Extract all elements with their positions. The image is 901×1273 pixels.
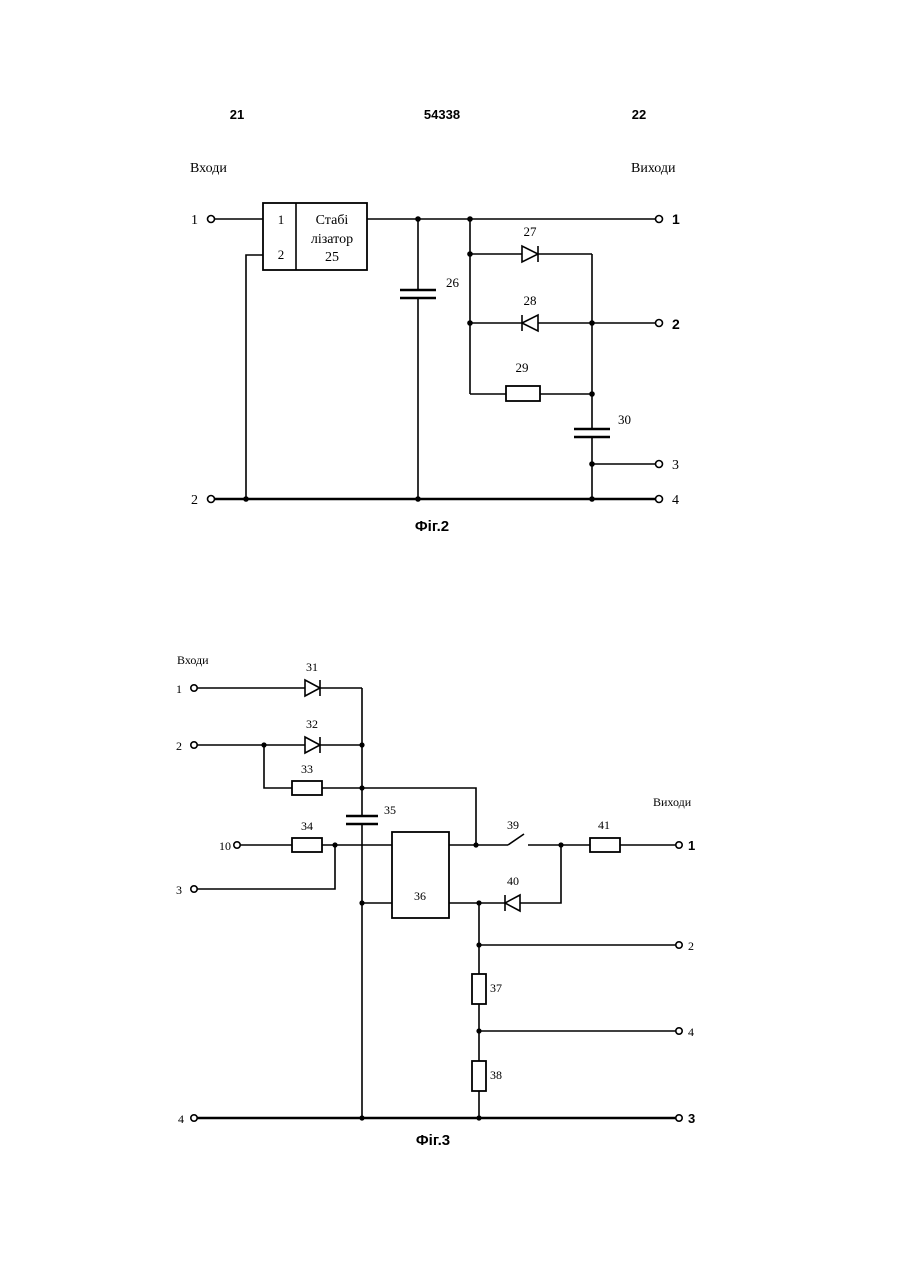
fig3-input-3-label: 3 — [176, 883, 182, 897]
fig3-diode-32 — [305, 737, 320, 753]
fig3-resistor-38 — [472, 1061, 486, 1091]
fig3-output-4-label: 4 — [688, 1025, 694, 1039]
fig3-block-36 — [392, 832, 449, 918]
fig2-stabilizer-pin1-label: 1 — [278, 212, 285, 227]
fig3-input-2-label: 2 — [176, 739, 182, 753]
fig2-stabilizer-name-line2: лізатор — [311, 232, 353, 247]
fig3-schematic: Входи Виходи 1 31 2 32 33 35 10 34 3 — [176, 653, 695, 1149]
fig2-input-1-terminal — [208, 216, 215, 223]
fig3-output-1-label: 1 — [688, 838, 695, 853]
fig3-resistor-41-label: 41 — [598, 818, 610, 832]
fig3-outputs-label: Виходи — [653, 795, 692, 809]
fig2-diode-27 — [522, 246, 538, 262]
left-page-number: 21 — [230, 107, 244, 122]
fig2-input-2-terminal — [208, 496, 215, 503]
fig3-input-10-label: 10 — [219, 839, 231, 853]
fig2-input-1-label: 1 — [191, 213, 198, 228]
fig2-output-1-label: 1 — [672, 211, 680, 227]
fig3-resistor-33 — [292, 781, 322, 795]
fig3-capacitor-35-label: 35 — [384, 803, 396, 817]
fig3-output-2-label: 2 — [688, 939, 694, 953]
fig3-resistor-34-label: 34 — [301, 819, 313, 833]
fig2-output-2-label: 2 — [672, 316, 680, 332]
fig3-output-1-terminal — [676, 842, 682, 848]
fig2-resistor-29 — [506, 386, 540, 401]
fig2-diode-27-label: 27 — [524, 224, 538, 239]
fig2-input-2-label: 2 — [191, 493, 198, 508]
fig3-resistor-37 — [472, 974, 486, 1004]
fig2-diode-28 — [522, 315, 538, 331]
fig3-resistor-33-label: 33 — [301, 762, 313, 776]
fig2-capacitor-30-label: 30 — [618, 412, 631, 427]
fig2-output-1-terminal — [656, 216, 663, 223]
fig3-diode-40 — [505, 895, 520, 911]
fig3-output-3-label: 3 — [688, 1111, 695, 1126]
fig2-output-3-terminal — [656, 461, 663, 468]
fig3-diode-31 — [305, 680, 320, 696]
fig3-block-36-label: 36 — [414, 889, 426, 903]
fig3-diode-32-label: 32 — [306, 717, 318, 731]
fig3-input-4-label: 4 — [178, 1112, 184, 1126]
right-page-number: 22 — [632, 107, 646, 122]
fig2-diode-28-label: 28 — [524, 293, 537, 308]
fig3-resistor-34 — [292, 838, 322, 852]
fig3-output-2-terminal — [676, 942, 682, 948]
fig3-input-2-terminal — [191, 742, 197, 748]
fig3-caption: Фіг.3 — [416, 1132, 450, 1149]
fig2-output-2-terminal — [656, 320, 663, 327]
fig3-diode-31-label: 31 — [306, 660, 318, 674]
fig3-input-1-terminal — [191, 685, 197, 691]
fig2-inputs-label: Входи — [190, 161, 227, 176]
fig2-capacitor-26-label: 26 — [446, 275, 460, 290]
fig3-diode-40-label: 40 — [507, 874, 519, 888]
fig3-input-10-terminal — [234, 842, 240, 848]
fig3-input-1-label: 1 — [176, 682, 182, 696]
patent-number: 54338 — [424, 107, 460, 122]
fig2-schematic: Входи Виходи 1 2 1 2 Стабі лізатор 25 26… — [190, 161, 680, 535]
fig3-resistor-41 — [590, 838, 620, 852]
fig2-outputs-label: Виходи — [631, 161, 676, 176]
fig3-input-4-terminal — [191, 1115, 197, 1121]
fig3-input-3-terminal — [191, 886, 197, 892]
fig2-output-4-label: 4 — [672, 493, 679, 508]
fig3-output-3-terminal — [676, 1115, 682, 1121]
fig3-inputs-label: Входи — [177, 653, 209, 667]
fig2-resistor-29-label: 29 — [516, 360, 529, 375]
fig3-resistor-38-label: 38 — [490, 1068, 502, 1082]
fig3-switch-39 — [508, 834, 524, 845]
fig3-switch-39-label: 39 — [507, 818, 519, 832]
fig2-stabilizer-pin2-label: 2 — [278, 247, 285, 262]
fig2-stabilizer-number: 25 — [325, 250, 339, 265]
fig2-output-3-label: 3 — [672, 458, 679, 473]
fig3-output-4-terminal — [676, 1028, 682, 1034]
fig2-caption: Фіг.2 — [415, 518, 449, 535]
fig3-resistor-37-label: 37 — [490, 981, 502, 995]
fig2-stabilizer-name-line1: Стабі — [316, 213, 349, 228]
fig2-output-4-terminal — [656, 496, 663, 503]
